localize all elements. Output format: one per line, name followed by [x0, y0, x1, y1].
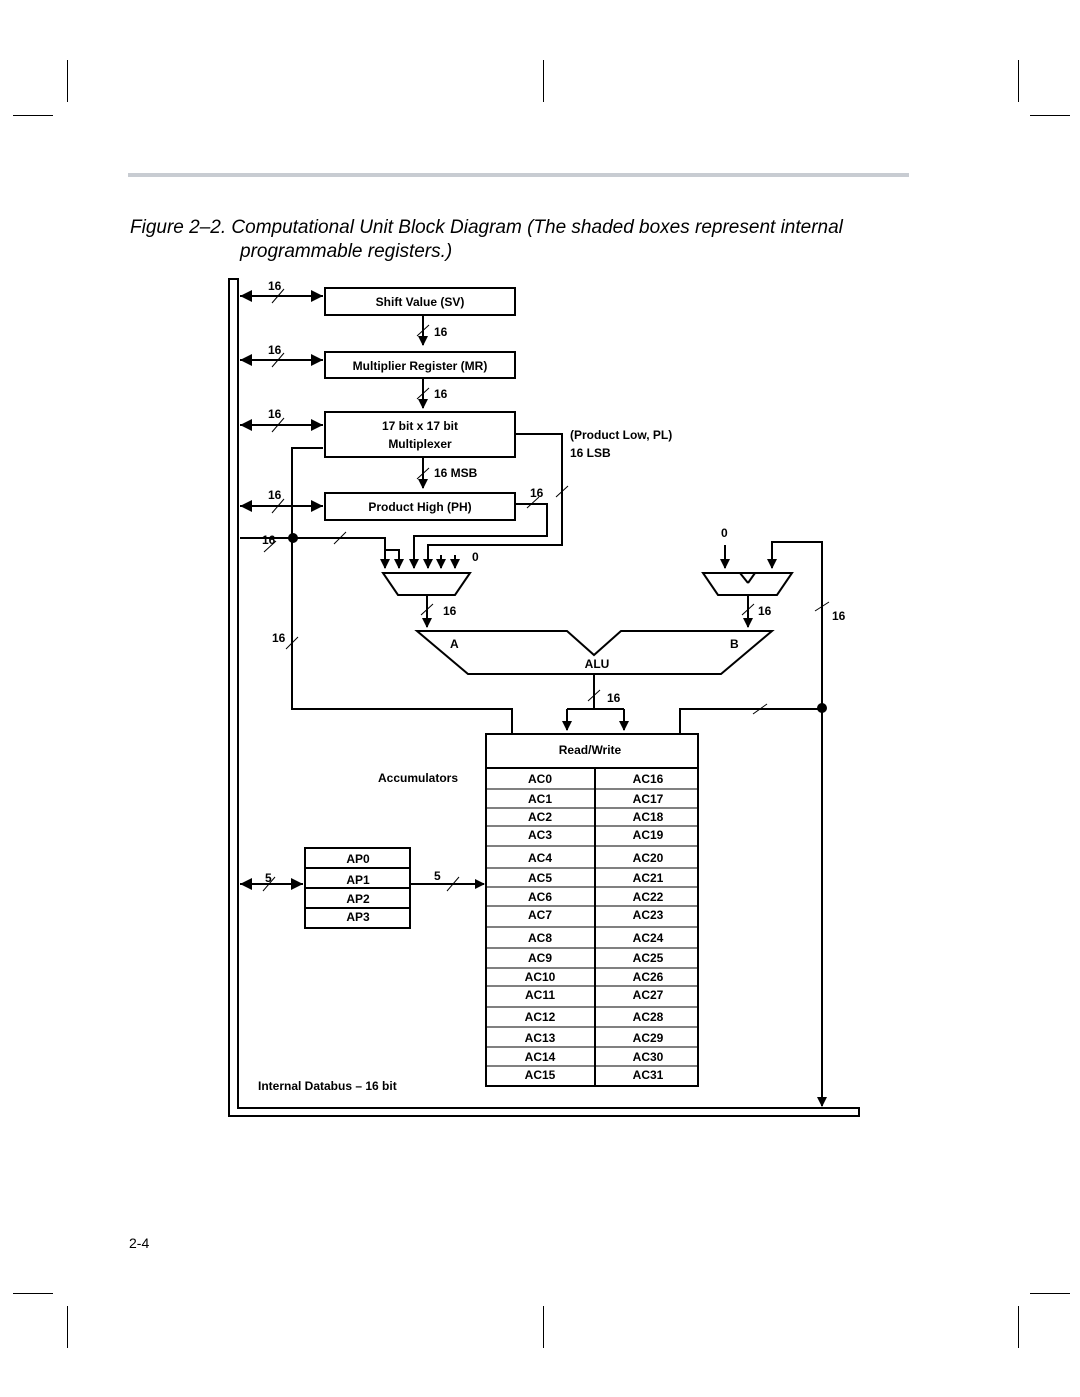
accumulator-ac23: AC23	[633, 908, 664, 922]
accumulator-ac19: AC19	[633, 828, 664, 842]
crop-mark	[543, 60, 544, 102]
alu	[414, 630, 775, 675]
accumulator-ac14: AC14	[525, 1050, 556, 1064]
product-low-label: (Product Low, PL)	[570, 428, 672, 442]
crop-mark	[13, 115, 53, 116]
bus-width-label: 16	[758, 604, 772, 618]
alu-label: ALU	[585, 657, 610, 671]
accumulator-ac3: AC3	[528, 828, 552, 842]
mux-b	[701, 572, 794, 596]
multiplexer-label-line2: Multiplexer	[388, 437, 452, 451]
crop-mark	[543, 1306, 544, 1348]
accumulator-pointer-ap3: AP3	[346, 910, 370, 924]
bus-width-label: 16	[262, 533, 276, 547]
accumulator-block	[485, 733, 699, 1087]
accumulator-ac5: AC5	[528, 871, 552, 885]
accumulator-ac9: AC9	[528, 951, 552, 965]
multiplexer-label-line1: 17 bit x 17 bit	[382, 419, 458, 433]
accumulator-ac24: AC24	[633, 931, 664, 945]
pl-lsb-label: 16 LSB	[570, 446, 611, 460]
accumulator-ac16: AC16	[633, 772, 664, 786]
crop-mark	[1030, 115, 1070, 116]
bus-width-label: 16	[434, 387, 448, 401]
accumulator-ac15: AC15	[525, 1068, 556, 1082]
shift-value-label: Shift Value (SV)	[376, 295, 465, 309]
bus-width-label: 16	[268, 407, 282, 421]
accumulator-ac2: AC2	[528, 810, 552, 824]
multiplier-register-label: Multiplier Register (MR)	[353, 359, 488, 373]
msb-label: 16 MSB	[434, 466, 478, 480]
product-high-register	[324, 492, 516, 521]
accumulator-ac17: AC17	[633, 792, 664, 806]
figure-number: Figure 2–2.	[130, 217, 227, 238]
crop-mark	[13, 1293, 53, 1294]
crop-mark	[1030, 1293, 1070, 1294]
bus-width-label: 16	[607, 691, 621, 705]
accumulator-ac30: AC30	[633, 1050, 664, 1064]
multiplier-register	[324, 351, 516, 379]
accumulator-ac0: AC0	[528, 772, 552, 786]
accumulator-ac11: AC11	[525, 988, 555, 1002]
read-write-label: Read/Write	[559, 743, 622, 757]
bus-width-label: 16	[434, 325, 448, 339]
page-number: 2-4	[129, 1235, 150, 1251]
bus-width-label: 16	[268, 343, 282, 357]
accumulator-ac18: AC18	[633, 810, 664, 824]
accumulator-ac29: AC29	[633, 1031, 664, 1045]
accumulator-ac12: AC12	[525, 1010, 556, 1024]
bus-width-label: 16	[530, 486, 544, 500]
alu-input-b-label: B	[730, 637, 739, 651]
accumulator-pointer-ap2: AP2	[346, 892, 370, 906]
figure-caption-line1: Computational Unit Block Diagram (The sh…	[231, 217, 843, 238]
ap-bus-width-label: 5	[434, 869, 441, 883]
accumulator-ac26: AC26	[633, 970, 664, 984]
accumulator-ac31: AC31	[633, 1068, 664, 1082]
bus-width-label: 16	[268, 488, 282, 502]
mux-a	[381, 572, 472, 596]
crop-mark	[67, 60, 68, 102]
accumulator-ac13: AC13	[525, 1031, 556, 1045]
accumulator-ac28: AC28	[633, 1010, 664, 1024]
accumulator-pointer-ap1: AP1	[346, 873, 370, 887]
product-high-label: Product High (PH)	[368, 500, 471, 514]
shift-value-register	[324, 287, 516, 316]
crop-mark	[1018, 1306, 1019, 1348]
figure-caption-line2: programmable registers.)	[240, 241, 453, 262]
accumulator-ac25: AC25	[633, 951, 664, 965]
accumulator-ac4: AC4	[528, 851, 552, 865]
bus-width-label: 16	[832, 609, 846, 623]
accumulator-ac21: AC21	[633, 871, 664, 885]
bus-width-label: 16	[272, 631, 286, 645]
databus-label: Internal Databus – 16 bit	[258, 1079, 397, 1093]
crop-mark	[1018, 60, 1019, 102]
accumulator-ac27: AC27	[633, 988, 664, 1002]
internal-databus	[228, 278, 860, 1117]
crop-mark	[67, 1306, 68, 1348]
accumulator-pointer-ap0: AP0	[346, 852, 370, 866]
accumulator-ac6: AC6	[528, 890, 552, 904]
ap-bus-width-label: 5	[265, 871, 272, 885]
accumulator-ac20: AC20	[633, 851, 664, 865]
accumulators-label: Accumulators	[378, 771, 458, 785]
header-rule	[128, 173, 909, 177]
bus-width-label: 16	[268, 279, 282, 293]
bus-width-label: 16	[443, 604, 457, 618]
alu-input-a-label: A	[450, 637, 459, 651]
accumulator-ac7: AC7	[528, 908, 552, 922]
figure-caption: Figure 2–2. Computational Unit Block Dia…	[130, 216, 890, 264]
accumulator-ac8: AC8	[528, 931, 552, 945]
accumulator-ac10: AC10	[525, 970, 556, 984]
zero-label: 0	[472, 550, 479, 564]
accumulator-ac1: AC1	[528, 792, 552, 806]
accumulator-ac22: AC22	[633, 890, 664, 904]
zero-label: 0	[721, 526, 728, 540]
